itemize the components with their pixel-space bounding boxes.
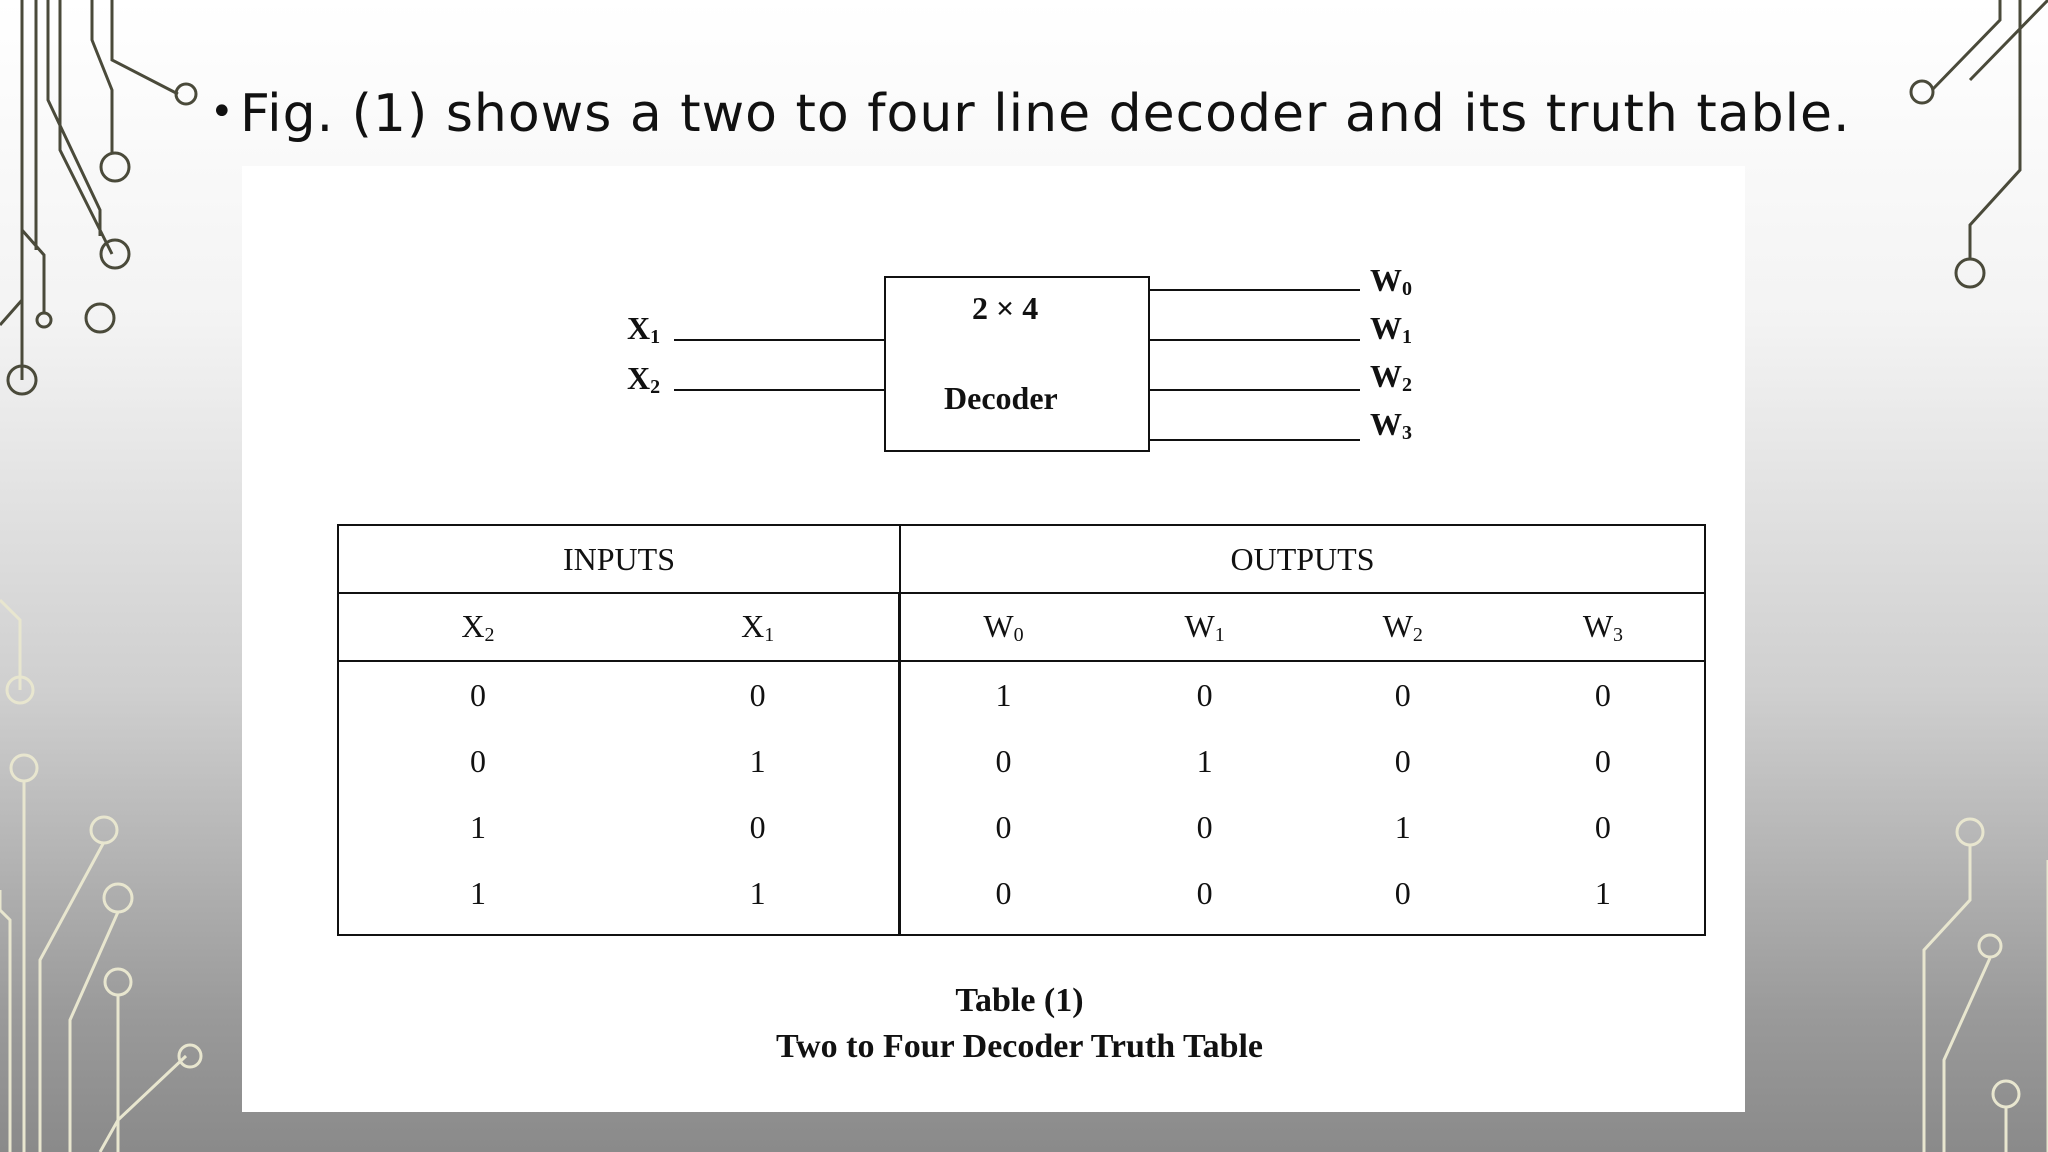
decoder-size-label: 2 × 4: [972, 290, 1039, 326]
figure-panel: 2 × 4 Decoder X1 X2 W0 W1 W2 W3 INPUTS O…: [242, 166, 1745, 1112]
col-header-w0: W0: [898, 592, 1106, 662]
table-cell: 1: [1501, 860, 1707, 936]
inputs-group-header: INPUTS: [337, 524, 901, 594]
table-cell: 0: [1196, 676, 1213, 713]
table-cell: 0: [1501, 794, 1707, 860]
table-caption-title: Table (1): [955, 982, 1084, 1019]
bullet-point: •Fig. (1) shows a two to four line decod…: [210, 84, 1851, 144]
bullet-dot-icon: •: [210, 89, 235, 135]
circuit-traces-bottom-left: [0, 598, 203, 1152]
input-label-x2: X2: [627, 360, 661, 398]
table-cell: 0: [1196, 808, 1213, 845]
table-row: 0 0 1 0 0 0: [337, 661, 1707, 728]
table-caption-subtitle: Two to Four Decoder Truth Table: [775, 1028, 1264, 1065]
table-cell: 1: [1196, 742, 1213, 779]
output-label-w2: W2: [1370, 358, 1412, 396]
table-cell: 0: [749, 808, 766, 845]
table-cell: 1: [616, 860, 900, 936]
table-column-header-row: X2 X1 W0 W1 W2 W3: [337, 592, 1707, 662]
table-cell: 0: [1105, 860, 1304, 936]
input-label-x1: X1: [627, 310, 661, 348]
output-label-w1: W1: [1370, 310, 1412, 348]
table-cell: 0: [898, 728, 1106, 794]
output-label-w0: W0: [1370, 262, 1412, 300]
circuit-traces-bottom-right: [1922, 817, 2048, 1152]
col-header-w1: W1: [1105, 592, 1304, 662]
outputs-group-header: OUTPUTS: [898, 524, 1707, 594]
table-cell: 0: [1501, 728, 1707, 794]
table-row: 1 1 0 0 0 1: [337, 860, 1707, 936]
circuit-traces-top-right: [1909, 0, 2048, 289]
decoder-box: [884, 276, 1150, 452]
decoder-diagram: [674, 276, 1360, 452]
col-header-w3: W3: [1501, 592, 1707, 662]
table-cell: 0: [1394, 742, 1411, 779]
table-cell: 0: [898, 794, 1106, 860]
circuit-traces-top-left: [0, 0, 198, 396]
col-header-x2: X2: [337, 592, 617, 662]
table-cell: 0: [1394, 676, 1411, 713]
table-cell: 0: [1501, 661, 1707, 728]
table-cell: 1: [898, 661, 1106, 728]
table-cell: 0: [1303, 860, 1502, 936]
col-header-w2: W2: [1303, 592, 1502, 662]
bullet-text: Fig. (1) shows a two to four line decode…: [240, 84, 1851, 144]
output-label-w3: W3: [1370, 406, 1412, 444]
table-cell: 0: [749, 676, 766, 713]
table-cell: 0: [898, 860, 1106, 936]
table-cell: 1: [1394, 808, 1411, 845]
table-row: 1 0 0 0 1 0: [337, 794, 1707, 860]
table-group-header-row: INPUTS OUTPUTS: [337, 524, 1707, 594]
decoder-name-label: Decoder: [944, 380, 1058, 416]
col-header-x1: X1: [616, 592, 900, 662]
table-row: 0 1 0 1 0 0: [337, 728, 1707, 794]
table-cell: 0: [337, 661, 617, 728]
table-cell: 1: [749, 742, 766, 779]
table-cell: 1: [337, 794, 617, 860]
table-cell: 1: [337, 860, 617, 936]
table-cell: 0: [337, 728, 617, 794]
truth-table: INPUTS OUTPUTS X2 X1 W0 W1 W2 W3 0 0 1 0…: [337, 524, 1707, 936]
